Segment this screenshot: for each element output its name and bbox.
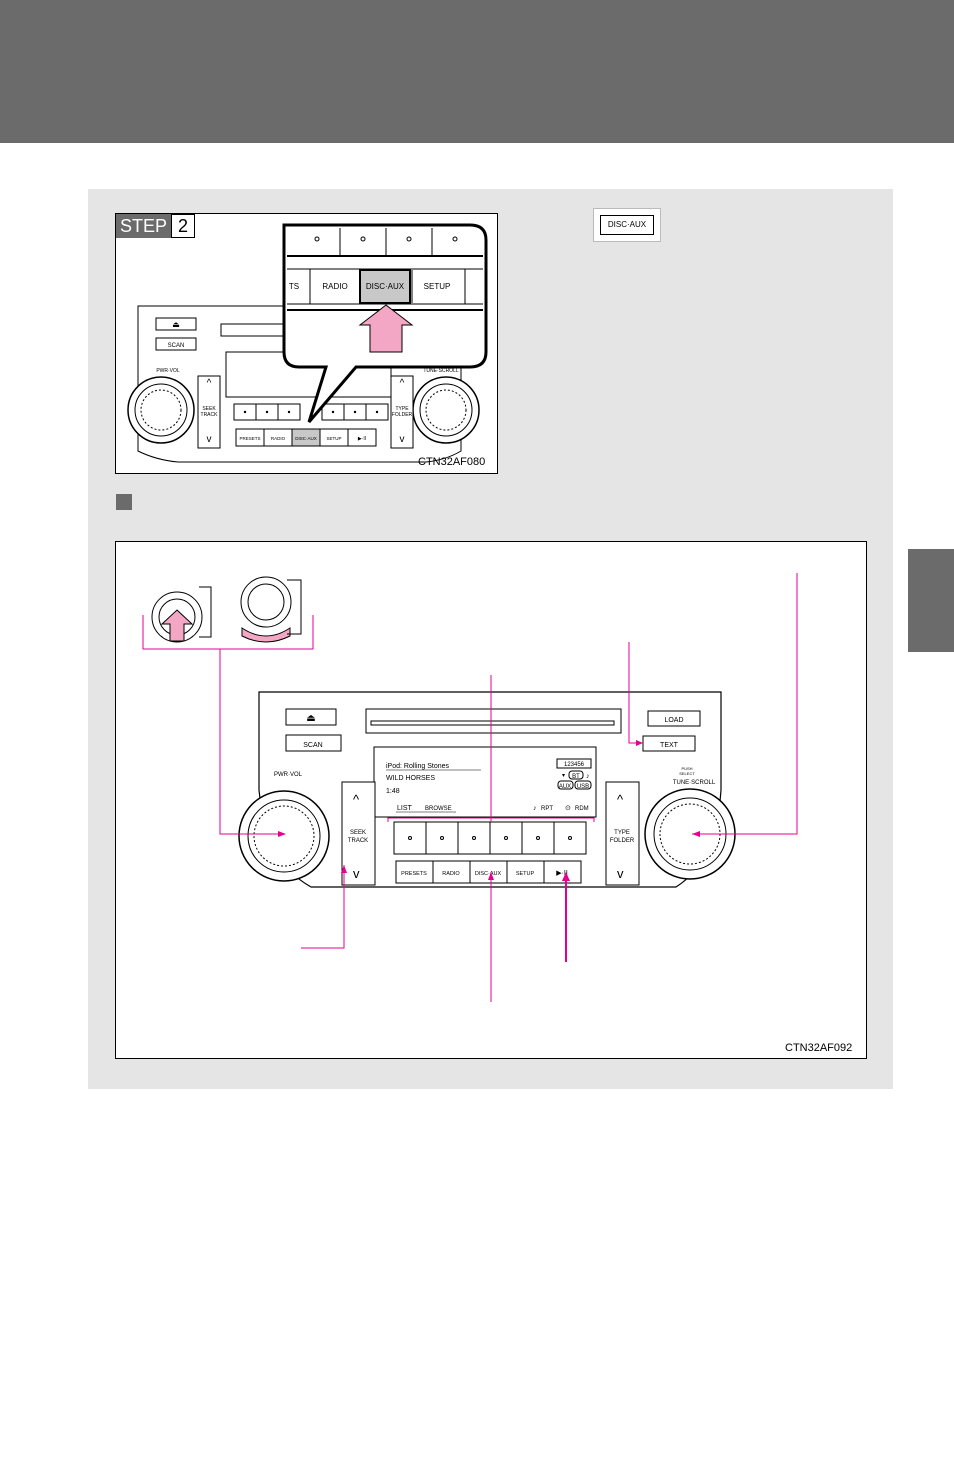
seek-label: SEEK [202, 406, 216, 412]
presets-small-label: PRESETS [239, 436, 260, 441]
folder-label-large: FOLDER [610, 838, 635, 844]
callout-arrow-icon [341, 865, 347, 873]
zoom-radio-label: RADIO [322, 282, 347, 291]
step-word: STEP [116, 214, 172, 238]
svg-text:♪: ♪ [533, 805, 537, 812]
radio-button-label: RADIO [442, 871, 460, 877]
svg-text:v: v [617, 866, 624, 881]
pwr-vol-label-large: PWR·VOL [274, 772, 303, 778]
presets-button-label: PRESETS [401, 871, 427, 877]
push-select-label: PUSH [681, 766, 692, 771]
zoom-discaux-label: DISC·AUX [366, 282, 405, 291]
svg-text:^: ^ [353, 792, 360, 807]
svg-text:^: ^ [400, 378, 405, 389]
play-small-label: ▶·II [358, 436, 366, 442]
callout-arrow-icon [692, 831, 700, 837]
scan-label: SCAN [168, 343, 185, 349]
callout-arrow-icon [562, 872, 570, 881]
browse-label: BROWSE [425, 806, 452, 812]
radio-small-label: RADIO [271, 436, 286, 441]
svg-text:⏏: ⏏ [306, 713, 315, 724]
zoom-setup-label: SETUP [424, 282, 451, 291]
disc-indicator: 123456 [564, 762, 585, 768]
load-label: LOAD [664, 717, 683, 724]
svg-text:v: v [207, 434, 212, 445]
load-button [647, 710, 701, 727]
figure-code: CTN32AF092 [785, 1042, 853, 1054]
display-line3: 1:48 [386, 788, 400, 795]
callout-arrow-icon [488, 872, 494, 880]
tune-scroll-label: TUNE·SCROLL [423, 368, 459, 374]
rpt-label: RPT [541, 806, 553, 812]
list-label: LIST [397, 805, 413, 812]
setup-small-label: SETUP [326, 436, 341, 441]
zoom-partial-label: TS [289, 282, 299, 291]
rdm-label: RDM [575, 806, 589, 812]
step-number: 2 [171, 214, 196, 238]
turn-knob-icon [241, 627, 291, 643]
pwr-vol-label: PWR·VOL [156, 368, 180, 374]
scan-button [155, 337, 197, 351]
svg-text:v: v [353, 866, 360, 881]
display-line1: iPod: Rolling Stones [386, 763, 450, 770]
chapter-tab [908, 549, 954, 652]
controls-figure: ⏏ SCAN LOAD TEXT iPod: Rolling Stones WI… [115, 541, 867, 1059]
tune-scroll-label-large: TUNE·SCROLL [673, 780, 716, 786]
svg-text:SELECT: SELECT [679, 771, 695, 776]
controls-figure-drawing: ⏏ SCAN LOAD TEXT iPod: Rolling Stones WI… [142, 573, 798, 1002]
folder-label: FOLDER [392, 412, 413, 418]
press-arrow-icon [358, 304, 414, 353]
svg-text:♪: ♪ [586, 773, 590, 780]
track-label: TRACK [201, 412, 219, 418]
svg-text:v: v [400, 434, 405, 445]
discaux-small-label: DISC·AUX [295, 436, 317, 441]
usb-label: USB [577, 784, 589, 790]
discaux-button-label: DISC·AUX [475, 871, 502, 877]
display-line2: WILD HORSES [386, 775, 435, 782]
callout-arrow-icon [278, 831, 286, 837]
scan-label-large: SCAN [303, 742, 322, 749]
step-figure: ⏏ SCAN PWR·VOL TUNE·SCROLL ^ SEEK TRACK … [115, 213, 498, 474]
discaux-button-icon: DISC·AUX [593, 208, 661, 242]
svg-text:⊙: ⊙ [565, 805, 571, 812]
svg-text:⏏: ⏏ [172, 320, 180, 329]
header-band [0, 0, 954, 143]
push-knob-icon [160, 609, 194, 642]
text-label: TEXT [660, 742, 679, 749]
type-label: TYPE [395, 406, 409, 412]
seek-label-large: SEEK [350, 830, 366, 836]
aux-label: AUX [559, 784, 571, 790]
play-button-label: ▶·II [556, 870, 568, 877]
step-badge: STEP 2 [116, 214, 196, 238]
scan-button-large [285, 734, 342, 752]
setup-button-label: SETUP [516, 871, 535, 877]
track-label-large: TRACK [348, 838, 368, 844]
section-marker [116, 494, 132, 510]
callout-arrow-icon [636, 740, 643, 746]
discaux-button-icon-label: DISC·AUX [600, 215, 654, 235]
svg-text:^: ^ [617, 792, 624, 807]
svg-text:▾: ▾ [562, 773, 565, 779]
figure-code: CTN32AF080 [418, 456, 486, 468]
svg-text:^: ^ [207, 378, 212, 389]
step-figure-drawing: ⏏ SCAN PWR·VOL TUNE·SCROLL ^ SEEK TRACK … [127, 223, 488, 463]
type-label-large: TYPE [614, 830, 630, 836]
bt-label: BT [572, 774, 580, 780]
